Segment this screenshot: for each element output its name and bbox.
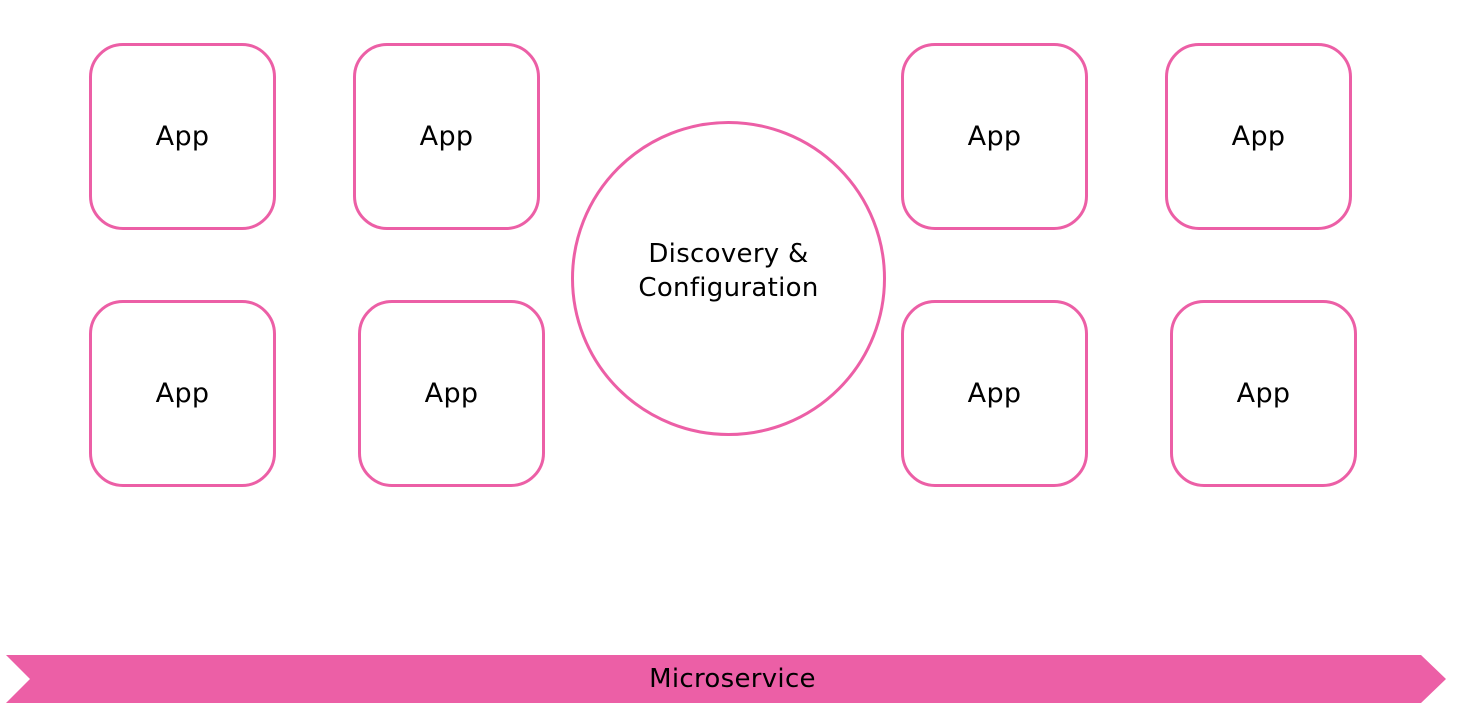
discovery-configuration-hub: Discovery & Configuration: [571, 121, 886, 436]
app-node: App: [901, 300, 1088, 487]
app-node: App: [1170, 300, 1357, 487]
app-node: App: [89, 43, 276, 230]
app-node-label: App: [1236, 378, 1291, 409]
hub-label-line-1: Discovery &: [648, 238, 809, 269]
app-node-label: App: [967, 121, 1022, 152]
app-node: App: [901, 43, 1088, 230]
banner-arrow-shape: [6, 655, 1446, 703]
app-node-label: App: [1231, 121, 1286, 152]
app-node: App: [353, 43, 540, 230]
microservice-banner: Microservice: [0, 655, 1459, 703]
app-node: App: [358, 300, 545, 487]
app-node: App: [89, 300, 276, 487]
app-node-label: App: [424, 378, 479, 409]
app-node-label: App: [419, 121, 474, 152]
app-node: App: [1165, 43, 1352, 230]
banner-label: Microservice: [649, 664, 816, 694]
hub-label-line-2: Configuration: [638, 272, 819, 303]
app-node-label: App: [155, 121, 210, 152]
app-node-label: App: [967, 378, 1022, 409]
app-node-label: App: [155, 378, 210, 409]
